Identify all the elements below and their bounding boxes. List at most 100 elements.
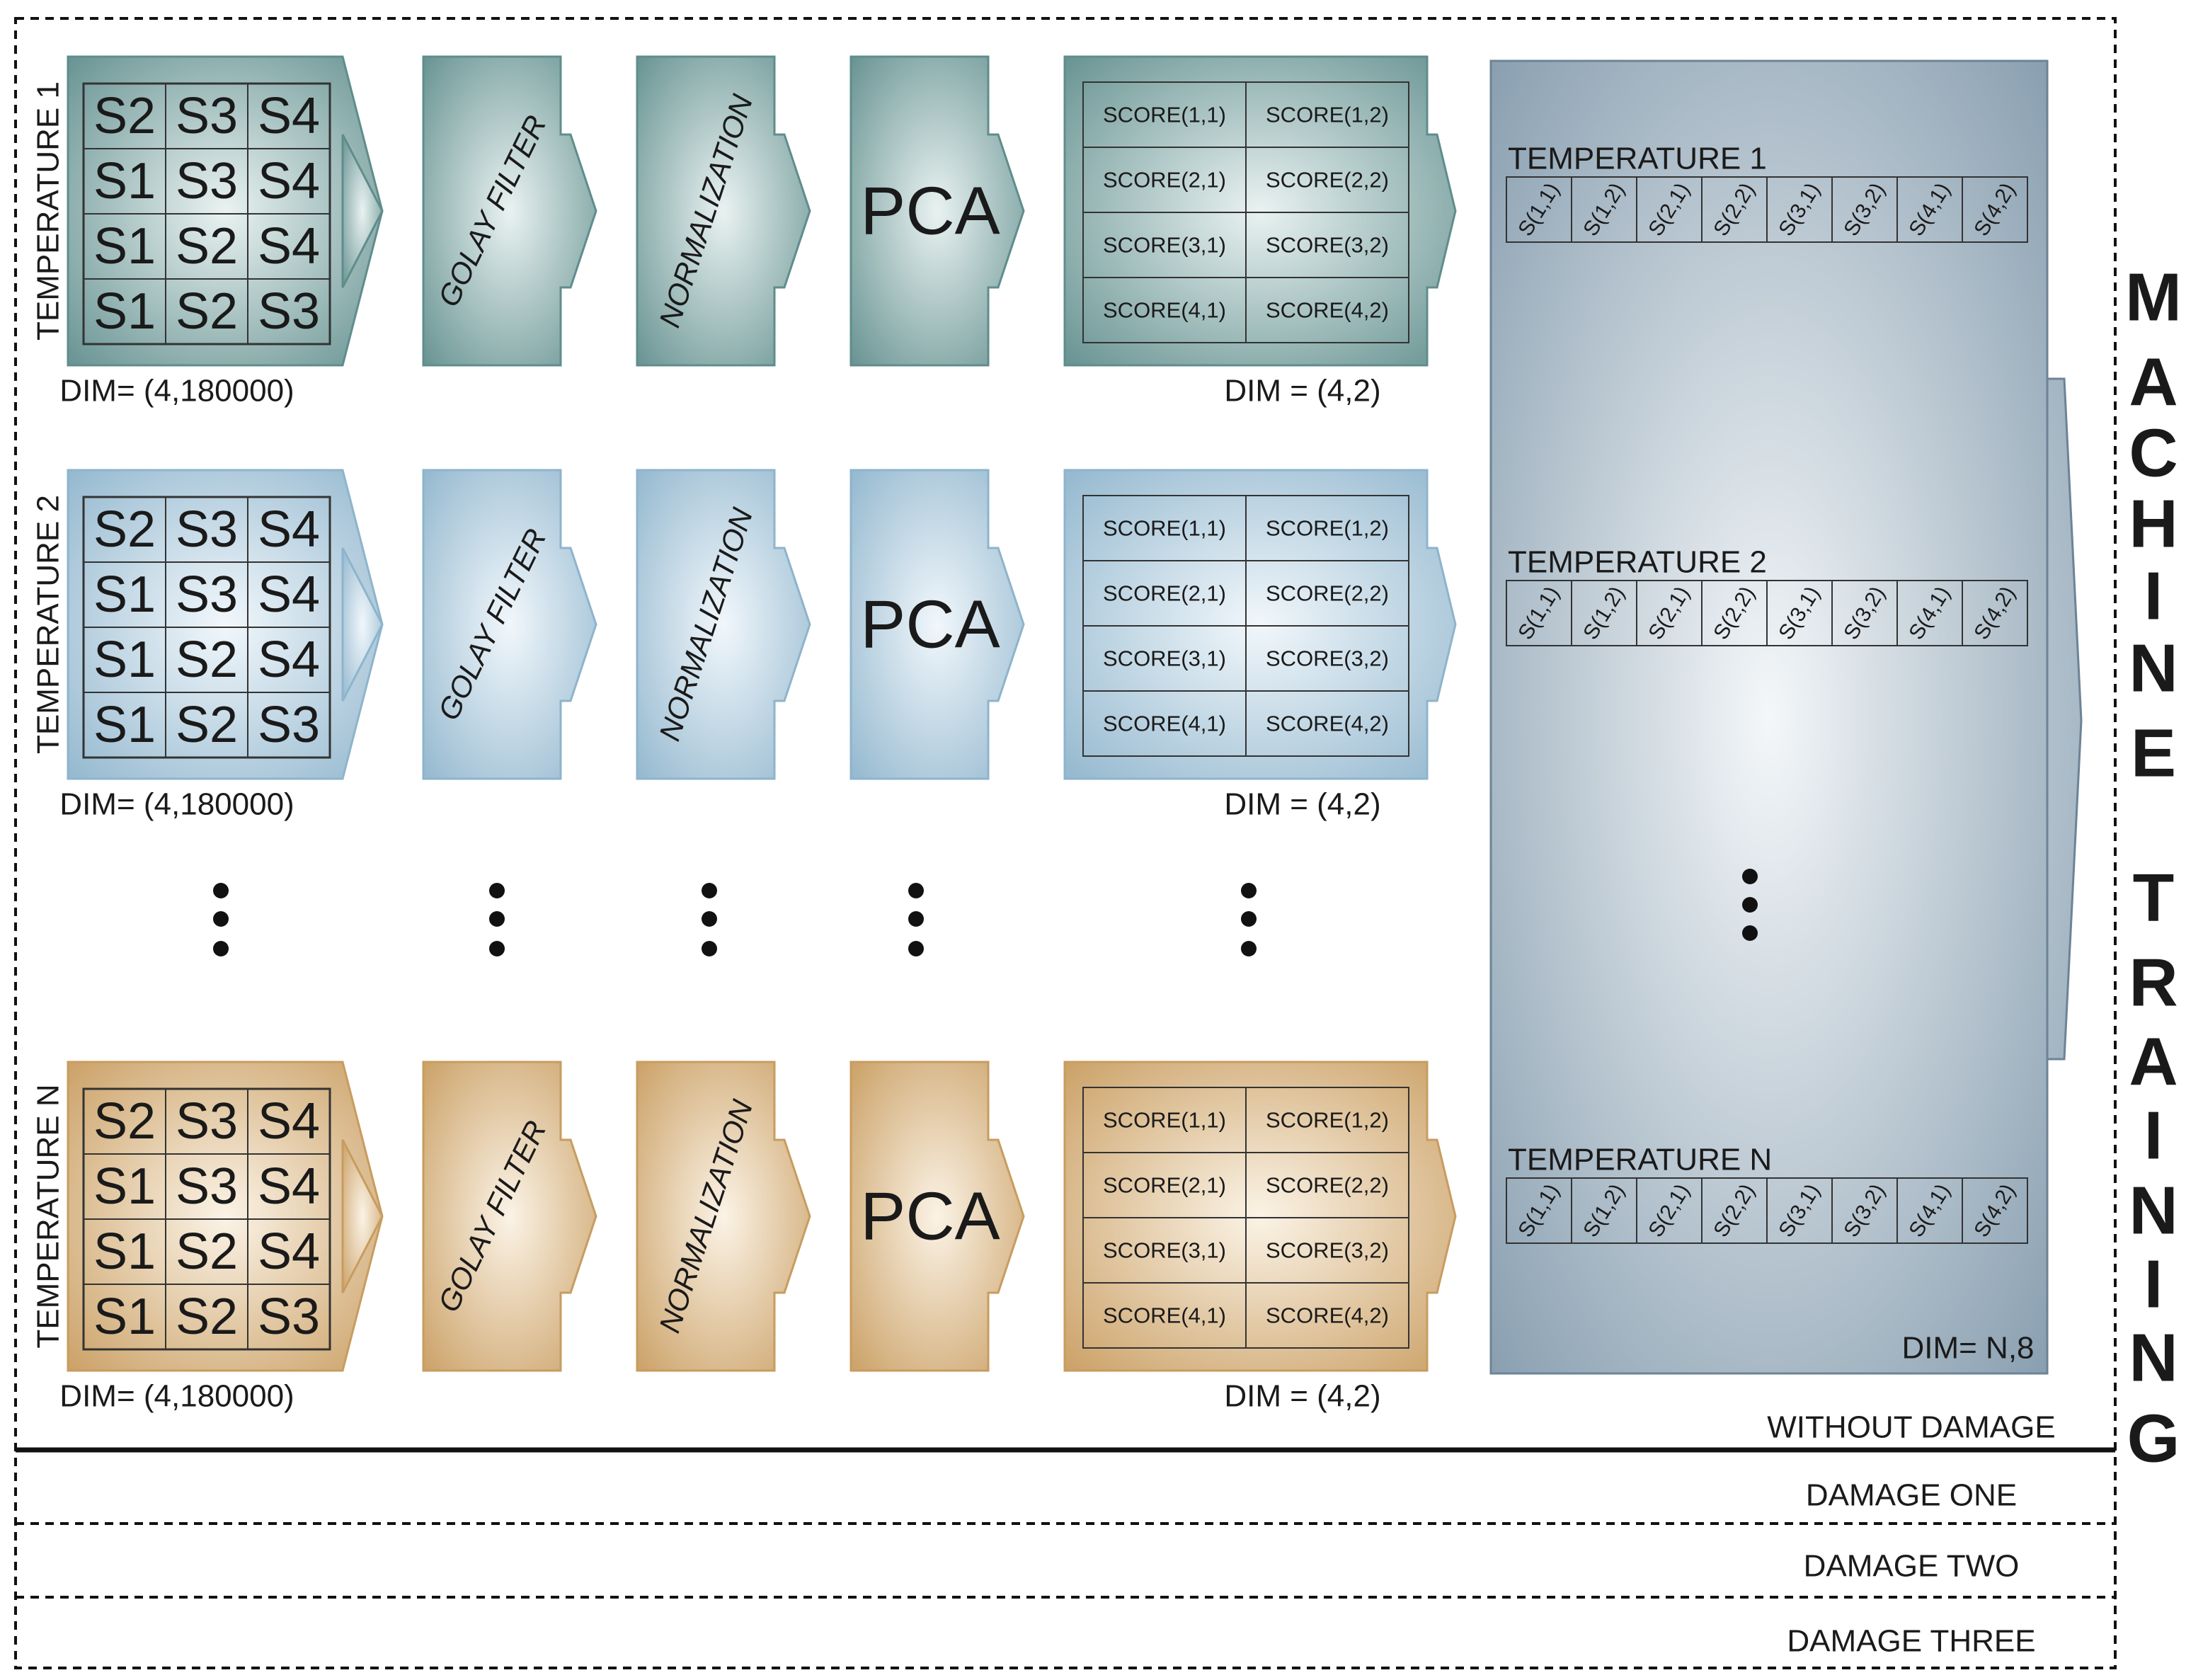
sensor-cell-label: S4	[258, 1158, 320, 1215]
sensor-cell-label: S2	[176, 283, 238, 340]
sensor-cell-label: S3	[258, 283, 320, 340]
machine-training-letter: I	[2144, 1098, 2163, 1174]
sensor-cell-label: S4	[258, 1093, 320, 1150]
machine-training-letter: R	[2129, 945, 2178, 1021]
input-dim-label: DIM= (4,180000)	[59, 787, 294, 822]
sensor-cell-label: S1	[93, 283, 156, 340]
sensor-cell-label: S1	[93, 153, 156, 210]
sensor-cell-label: S2	[93, 501, 156, 558]
chevron-arrow-icon	[341, 547, 384, 702]
row-temperature-label: TEMPERATURE N	[31, 1084, 66, 1348]
score-cell-label: SCORE(1,1)	[1103, 103, 1226, 127]
machine-training-letter: N	[2129, 631, 2178, 707]
score-dim-label: DIM = (4,2)	[1224, 787, 1380, 822]
score-cell-label: SCORE(1,2)	[1266, 516, 1389, 541]
pca-label: PCA	[860, 587, 1000, 663]
sensor-cell	[247, 278, 331, 345]
sensor-block	[67, 1061, 384, 1372]
score-cell-label: SCORE(4,1)	[1103, 712, 1226, 736]
sensor-cell-label: S2	[176, 1288, 238, 1345]
feature-matrix-box	[1489, 59, 2049, 1375]
sensor-cell-label: S3	[176, 153, 238, 210]
sensor-cell-label: S4	[258, 88, 320, 144]
pca-label: PCA	[860, 1179, 1000, 1255]
machine-training-letter: I	[2144, 559, 2163, 634]
vertical-ellipsis-icon	[1241, 883, 1257, 956]
machine-training-letter: A	[2129, 345, 2178, 421]
vertical-ellipsis-icon	[1742, 869, 1758, 941]
vertical-ellipsis-icon	[213, 883, 229, 956]
score-block	[1063, 469, 1457, 780]
vertical-ellipsis-icon	[702, 883, 717, 956]
sensor-cell-label: S1	[93, 697, 156, 753]
section-label: WITHOUT DAMAGE	[1767, 1410, 2055, 1445]
machine-training-letter: E	[2131, 716, 2176, 792]
sensor-block	[67, 469, 384, 780]
sensor-cell-label: S3	[176, 1093, 238, 1150]
sensor-cell-label: S1	[93, 1158, 156, 1215]
vertical-ellipsis-icon	[908, 883, 924, 956]
sensor-cell-label: S3	[176, 566, 238, 623]
sensor-cell	[247, 1284, 331, 1350]
normalization-block	[636, 1061, 811, 1372]
score-cell-label: SCORE(4,1)	[1103, 298, 1226, 323]
machine-training-letter: A	[2129, 1024, 2178, 1100]
score-cell-label: SCORE(2,2)	[1266, 1173, 1389, 1198]
pca-block	[849, 469, 1025, 780]
golay-filter-block	[422, 469, 597, 780]
section-label: DAMAGE TWO	[1804, 1549, 2020, 1584]
chevron-arrow-icon	[341, 1139, 384, 1293]
sensor-cell-label: S4	[258, 566, 320, 623]
score-cell-label: SCORE(1,2)	[1266, 1108, 1389, 1133]
row-temperature-label: TEMPERATURE 1	[31, 81, 66, 341]
sensor-cell-label: S1	[93, 1288, 156, 1345]
section-label: DAMAGE THREE	[1787, 1624, 2035, 1659]
sensor-cell-label: S4	[258, 218, 320, 275]
score-dim-label: DIM = (4,2)	[1224, 1379, 1380, 1414]
feature-matrix-panel: TEMPERATURE 1S(1,1)S(1,2)S(2,1)S(2,2)S(3…	[1489, 59, 2083, 1375]
sensor-cell-label: S2	[176, 697, 238, 753]
sensor-cell	[247, 692, 331, 758]
machine-training-letter: M	[2125, 260, 2182, 336]
score-cell-label: SCORE(1,2)	[1266, 103, 1389, 127]
score-cell-label: SCORE(3,2)	[1266, 1238, 1389, 1263]
score-cell-label: SCORE(2,2)	[1266, 581, 1389, 606]
score-cell-label: SCORE(2,1)	[1103, 168, 1226, 193]
feature-row-label: TEMPERATURE 2	[1508, 545, 1767, 580]
sensor-cell-label: S2	[176, 218, 238, 275]
score-cell-label: SCORE(4,2)	[1266, 298, 1389, 323]
score-cell-label: SCORE(4,2)	[1266, 712, 1389, 736]
sensor-cell-label: S4	[258, 632, 320, 688]
sensor-cell-label: S2	[93, 88, 156, 144]
chevron-arrow-icon	[341, 134, 384, 288]
score-cell-label: SCORE(4,1)	[1103, 1303, 1226, 1328]
machine-training-letter: C	[2129, 416, 2178, 491]
sensor-cell-label: S1	[93, 566, 156, 623]
section-label: DAMAGE ONE	[1806, 1478, 2017, 1513]
score-cell-label: SCORE(3,1)	[1103, 1238, 1226, 1263]
sensor-block	[67, 55, 384, 367]
sensor-cell-label: S2	[176, 632, 238, 688]
score-cell-label: SCORE(3,2)	[1266, 233, 1389, 258]
pca-block	[849, 55, 1025, 367]
normalization-block	[636, 469, 811, 780]
sensor-cell-label: S3	[176, 1158, 238, 1215]
sensor-cell-label: S4	[258, 1223, 320, 1280]
sensor-cell-label: S2	[176, 1223, 238, 1280]
golay-filter-block	[422, 1061, 597, 1372]
sensor-cell-label: S3	[176, 88, 238, 144]
feature-row-label: TEMPERATURE 1	[1508, 142, 1767, 176]
score-cell-label: SCORE(3,1)	[1103, 233, 1226, 258]
machine-training-letter: T	[2133, 860, 2175, 936]
machine-training-letter: H	[2129, 486, 2178, 562]
score-dim-label: DIM = (4,2)	[1224, 374, 1380, 408]
input-dim-label: DIM= (4,180000)	[59, 374, 294, 408]
sensor-cell-label: S3	[258, 697, 320, 753]
score-cell-label: SCORE(3,1)	[1103, 646, 1226, 671]
normalization-block	[636, 55, 811, 367]
